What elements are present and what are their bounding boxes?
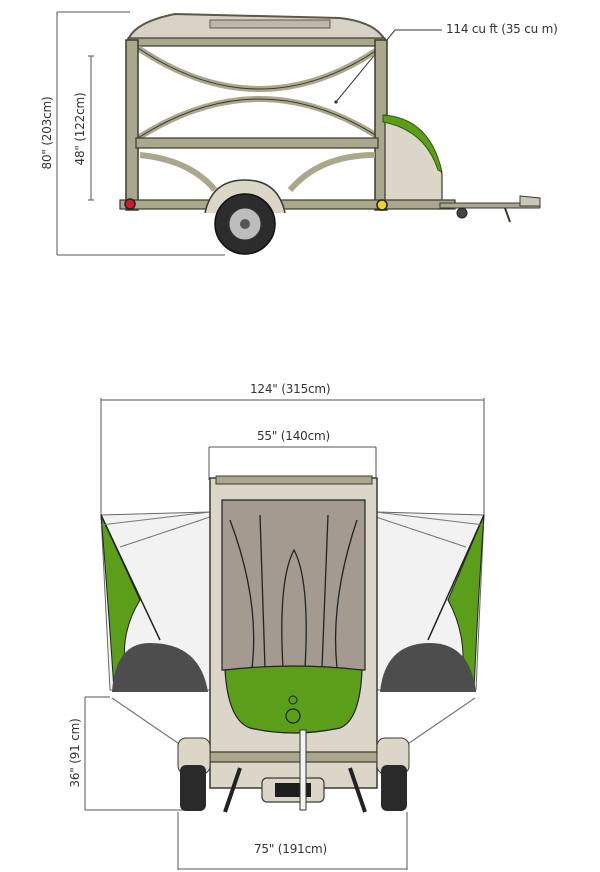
tent-interior-panel bbox=[221, 499, 366, 671]
rear-bumper bbox=[209, 751, 378, 763]
overall-height-dimension-line bbox=[56, 11, 225, 256]
cargo-volume-label: 114 cu ft (35 cu m) bbox=[446, 22, 558, 36]
tent-width-label: 124" (315cm) bbox=[250, 382, 331, 396]
rear-post bbox=[125, 39, 139, 211]
volume-leader-line bbox=[335, 29, 442, 103]
left-dark-arch bbox=[112, 643, 208, 692]
rear-view-drawing bbox=[84, 398, 485, 870]
rear-green-lid bbox=[224, 665, 363, 734]
body-width-dimension-line bbox=[208, 446, 377, 480]
body-width-label: 55" (140cm) bbox=[257, 429, 330, 443]
track-width-dimension-line bbox=[177, 812, 408, 870]
deck-height-label: 36" (91 cm) bbox=[68, 718, 82, 788]
body-height-label: 48" (122cm) bbox=[73, 92, 87, 166]
deck-height-dimension-line bbox=[84, 696, 185, 811]
track-width-label: 75" (191cm) bbox=[254, 842, 327, 856]
right-dark-arch bbox=[380, 643, 476, 692]
tent-width-dimension-line bbox=[100, 398, 485, 515]
side-view-drawing bbox=[56, 11, 541, 256]
chassis-rail bbox=[119, 199, 456, 210]
left-wheel bbox=[180, 765, 206, 811]
right-wheel bbox=[381, 765, 407, 811]
side-view: 80" (203cm) 48" (122cm) 114 cu ft (35 cu… bbox=[0, 0, 600, 300]
tail-light bbox=[124, 198, 136, 210]
marker-light bbox=[376, 199, 388, 211]
overall-height-label: 80" (203cm) bbox=[40, 96, 54, 170]
rear-view: 124" (315cm) 55" (140cm) 36" (91 cm) 75"… bbox=[0, 370, 600, 872]
body-height-dimension-line bbox=[88, 55, 94, 201]
green-lid bbox=[382, 114, 443, 173]
